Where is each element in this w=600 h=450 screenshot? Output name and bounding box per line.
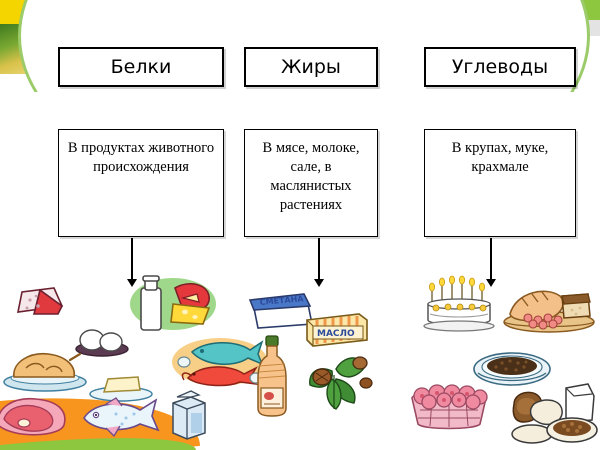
title-box-carbohydrates[interactable]: Углеводы bbox=[424, 47, 576, 87]
description-box-carbohydrates: В крупах, муке, крахмале bbox=[424, 129, 576, 237]
nuts-with-leaves-icon bbox=[296, 347, 382, 417]
down-arrow-fats bbox=[314, 238, 324, 287]
down-arrow-carbohydrates bbox=[486, 238, 496, 287]
bread-basket-icon bbox=[502, 280, 596, 334]
eggs-on-plate-icon bbox=[73, 325, 131, 357]
whole-fish-icon bbox=[76, 394, 162, 440]
ham-steak-icon bbox=[0, 395, 74, 439]
sour-cream-tub-icon: СМЕТАНА bbox=[246, 290, 318, 330]
food-illustrations: СМЕТАНА МАСЛО bbox=[0, 272, 600, 450]
svg-text:МАСЛО: МАСЛО bbox=[317, 329, 355, 339]
fish-and-lobster-icon bbox=[170, 334, 270, 390]
oil-bottle-icon bbox=[252, 334, 292, 418]
bread-jam-and-cereal-icon bbox=[504, 382, 600, 446]
roast-chicken-on-platter-icon bbox=[2, 350, 88, 392]
buckwheat-bowl-icon bbox=[472, 347, 552, 389]
svg-text:СМЕТАНА: СМЕТАНА bbox=[259, 294, 304, 307]
milk-bottle-and-cheese-icon bbox=[123, 274, 217, 336]
cheese-wedge-icon bbox=[14, 284, 68, 318]
title-box-fats[interactable]: Жиры bbox=[244, 47, 378, 87]
butter-pack-icon: МАСЛО bbox=[301, 306, 373, 348]
butter-on-dish-icon bbox=[88, 370, 154, 402]
birthday-cake-with-candles-icon bbox=[420, 274, 498, 334]
title-box-proteins[interactable]: Белки bbox=[58, 47, 224, 87]
description-box-proteins: В продуктах животного происхождения bbox=[58, 129, 224, 237]
description-box-fats: В мясе, молоке, сале, в маслянистых раст… bbox=[244, 129, 378, 237]
milk-carton-icon bbox=[165, 389, 211, 443]
down-arrow-proteins bbox=[127, 238, 137, 287]
pink-buns-basket-icon bbox=[406, 380, 492, 432]
